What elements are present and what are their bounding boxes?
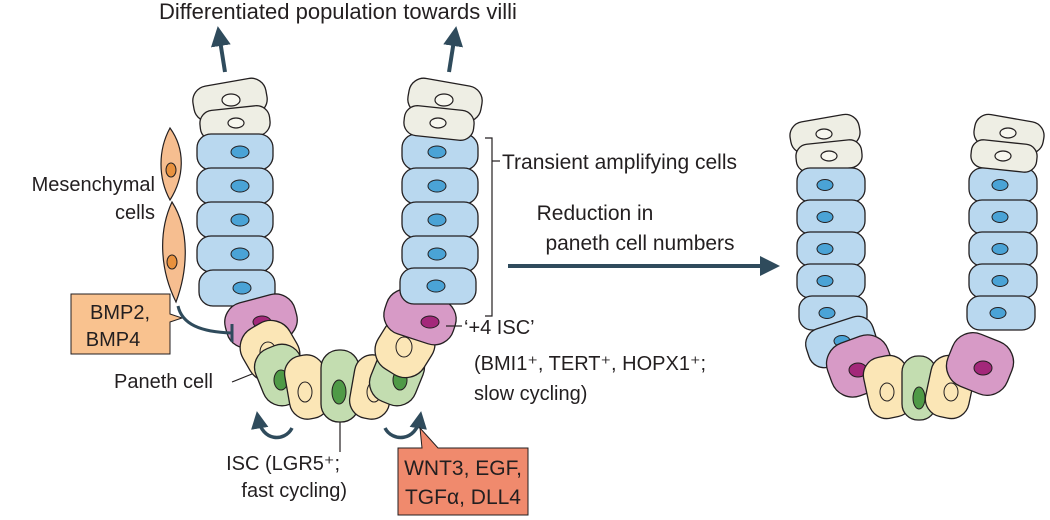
- wnt-label-2: TGFα, DLL4: [405, 486, 521, 509]
- bmp-inhibition-line: [176, 305, 233, 335]
- bmp-callout: BMP2, BMP4: [70, 293, 184, 355]
- right-self-renewal-arrow: [383, 411, 427, 440]
- transient-cells-right: [399, 133, 479, 305]
- plus4-label-3: slow cycling): [474, 383, 587, 405]
- paneth-leader-line: [231, 373, 253, 383]
- right-crypt: [789, 113, 1045, 421]
- transient-cells-left: [196, 133, 276, 307]
- left-crypt: [192, 77, 483, 423]
- cell-nucleus: [331, 379, 347, 405]
- plus4-label-1: ‘+4 ISC’: [464, 317, 535, 339]
- right-crypt-transient-right: [966, 167, 1038, 331]
- cell-nucleus: [395, 336, 413, 358]
- isc-label-1: ISC (LGR5⁺;: [226, 453, 340, 475]
- paneth-cell-label: Paneth cell: [114, 371, 213, 393]
- cell-nucleus: [221, 93, 241, 107]
- transient-bracket: [485, 137, 493, 317]
- isc-label-2: fast cycling): [241, 480, 347, 502]
- left-upward-arrow: [210, 26, 231, 73]
- bmp-label-2: BMP4: [86, 329, 140, 351]
- bmp-label-1: BMP2,: [90, 302, 150, 324]
- left-self-renewal-arrow: [251, 411, 294, 440]
- right-upward-arrow: [443, 26, 464, 73]
- reduction-label-2: paneth cell numbers: [545, 232, 734, 255]
- reduction-label-1: Reduction in: [537, 202, 654, 225]
- cell-nucleus: [227, 117, 245, 129]
- mesenchymal-cells: [160, 126, 186, 304]
- diagram-title: Differentiated population towards villi: [159, 0, 517, 24]
- cell-nucleus: [434, 93, 454, 107]
- wnt-label-1: WNT3, EGF,: [404, 457, 522, 480]
- transient-label: Transient amplifying cells: [502, 151, 737, 174]
- wnt-callout: WNT3, EGF, TGFα, DLL4: [397, 426, 529, 516]
- plus4-label-2: (BMI1⁺, TERT⁺, HOPX1⁺;: [474, 353, 706, 375]
- mesenchymal-label-2: cells: [115, 202, 155, 224]
- cell-nucleus: [429, 117, 447, 129]
- cell-nucleus: [297, 381, 313, 403]
- mesenchymal-label-1: Mesenchymal: [32, 174, 155, 196]
- cell-nucleus: [420, 315, 440, 329]
